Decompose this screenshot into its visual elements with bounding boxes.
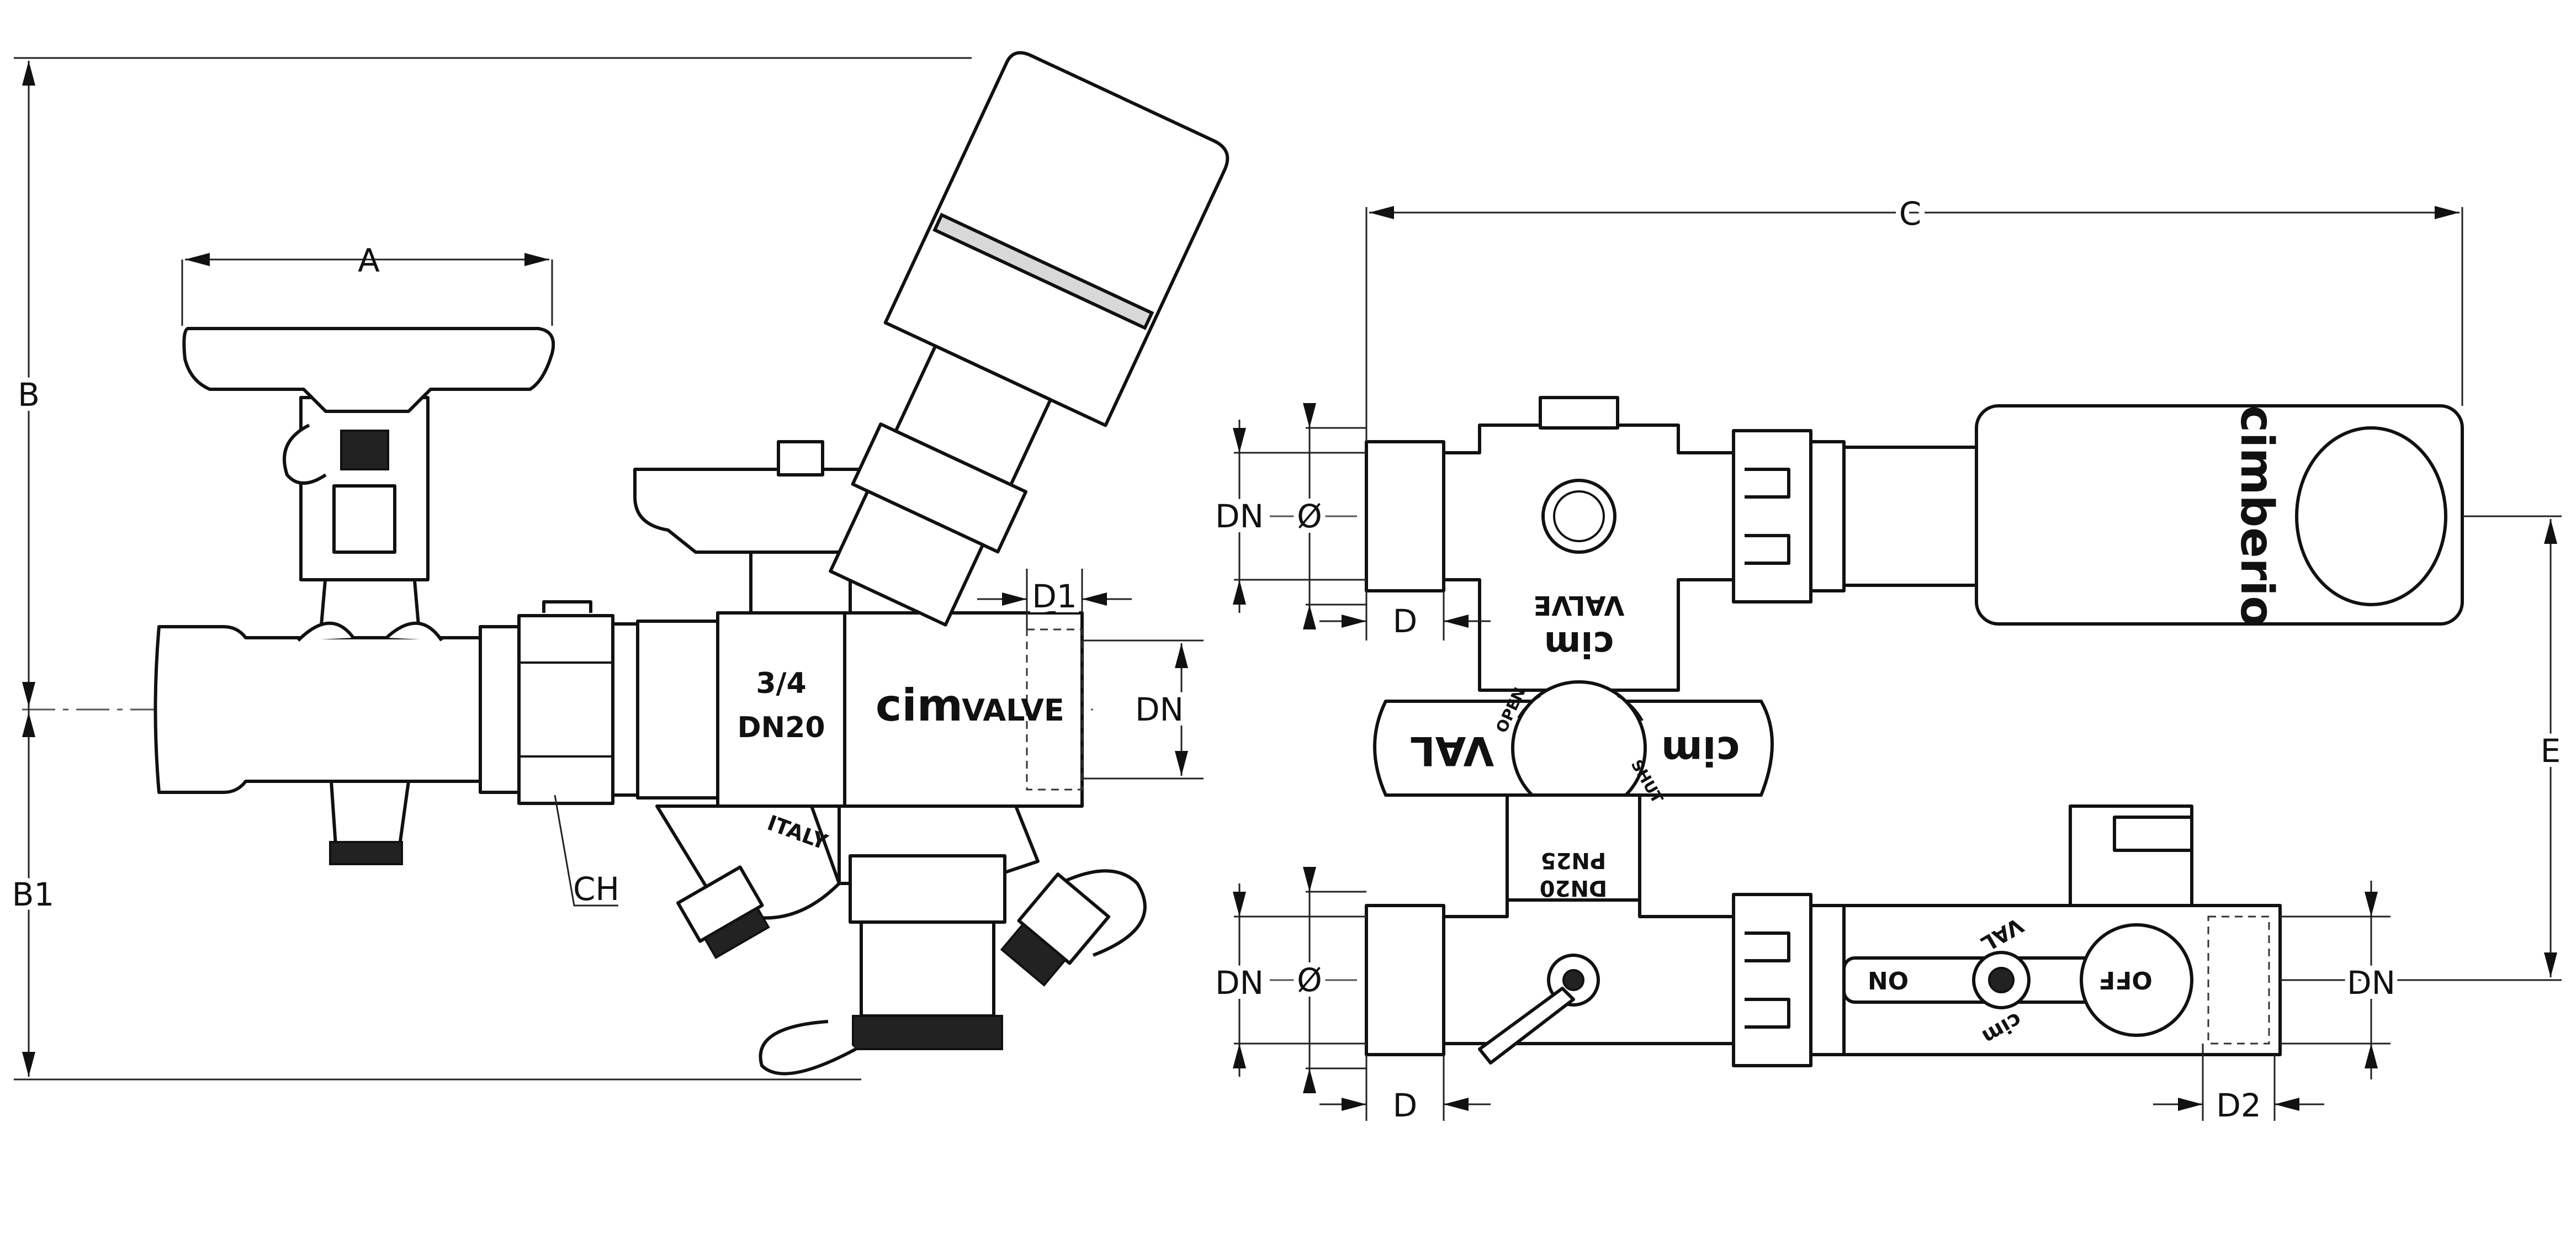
left-inlet-pipe [153, 625, 482, 794]
top-view: cimberio VALVE cim VAL cim OPEN SHUT PN2… [1210, 190, 2567, 1124]
lower-port-clip [759, 1020, 857, 1076]
dim-D-label-lower: D [1393, 1087, 1418, 1124]
dim-DN-label-right: DN [2347, 964, 2395, 1002]
side-view: 3/4 DN20 cim VALVE ITALY A B B1 CH D1 [7, 51, 1229, 1081]
dim-D1-label: D1 [1032, 578, 1077, 615]
size-dn-marking: DN20 [737, 711, 825, 744]
dim-A-label: A [358, 242, 380, 279]
handwheel [182, 327, 555, 413]
dim-DN-label-side: DN [1135, 691, 1184, 728]
upper-inlet-socket [1365, 440, 1445, 592]
upper-union-nut [1732, 429, 1812, 604]
dim-DN-label-upper: DN [1215, 497, 1264, 535]
stem-knurled-cap [340, 430, 389, 470]
dim-D-label-upper: D [1393, 602, 1418, 640]
size-inch-marking: 3/4 [756, 667, 806, 700]
valve-marking-rotated: VALVE [1534, 590, 1625, 621]
cim-logo-rotated: cim [1544, 623, 1614, 664]
dim-CH-label: CH [573, 870, 619, 908]
stem-lock-clip [283, 424, 327, 485]
dim-C-label: C [1899, 195, 1922, 232]
left-drain-cap [329, 841, 403, 865]
union-thread [479, 625, 521, 794]
union-nut [517, 614, 614, 805]
handle-cim-logo: cim [1661, 728, 1740, 774]
actuator-dial [2295, 426, 2447, 606]
dim-E-label: E [2541, 732, 2561, 770]
lower-union-nut [1732, 893, 1812, 1067]
handle-val-marking: VAL [1410, 728, 1494, 774]
dn-body-marking: DN20 [1540, 875, 1607, 901]
actuator-tilted [829, 51, 1229, 627]
dim-dia-label-lower: Ø [1297, 961, 1322, 999]
ball-off-marking: OFF [2098, 966, 2153, 994]
ball-on-marking: ON [1868, 966, 1909, 994]
lower-port-knurled-ring [852, 1015, 1003, 1050]
dim-DN-label-lower: DN [1215, 964, 1264, 1002]
dim-B1-label: B1 [12, 876, 55, 913]
drain-lever [1478, 987, 1575, 1065]
dim-dia-label-upper: Ø [1297, 497, 1322, 535]
cimberio-logo: cimberio [2230, 405, 2283, 627]
lower-port-stem [849, 854, 1006, 924]
pn-marking: PN25 [1541, 848, 1606, 873]
lower-inlet-socket [1365, 904, 1445, 1056]
dim-B-label: B [18, 376, 40, 414]
dim-D2-label: D2 [2216, 1087, 2261, 1124]
cim-logo: cim [876, 680, 963, 731]
valve-marking: VALVE [962, 693, 1064, 728]
